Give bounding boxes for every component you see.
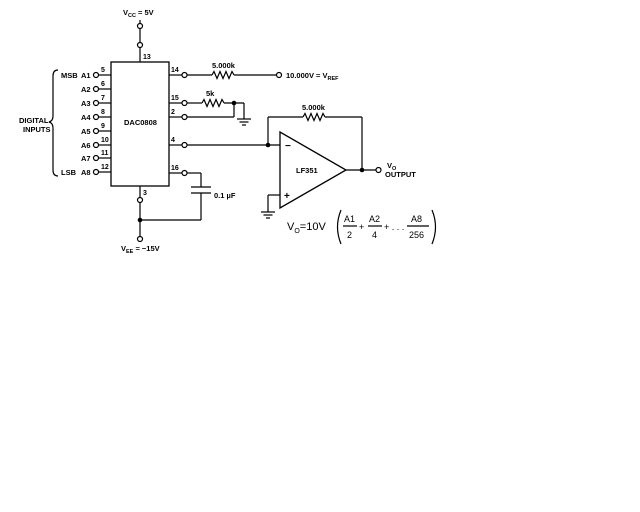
input-a8[interactable]: A8 12 bbox=[81, 164, 111, 177]
input-a7-label: A7 bbox=[81, 154, 91, 163]
input-a2[interactable]: A2 6 bbox=[81, 81, 111, 94]
dac-name: DAC0808 bbox=[124, 118, 157, 127]
ground-icon bbox=[237, 118, 251, 126]
eq-plus1: + bbox=[359, 222, 364, 232]
input-a1[interactable]: A1 5 bbox=[81, 67, 111, 80]
input-a3-label: A3 bbox=[81, 99, 91, 108]
opamp-noninverting-symbol: + bbox=[284, 191, 290, 202]
eq-t1-den: 2 bbox=[347, 230, 352, 240]
vref-terminal[interactable] bbox=[275, 71, 283, 79]
r-15-label: 5k bbox=[206, 89, 215, 98]
output-label: OUTPUT bbox=[385, 170, 416, 179]
output-junction bbox=[359, 167, 365, 173]
input-a4-label: A4 bbox=[81, 113, 91, 122]
pin-out: 4 bbox=[171, 137, 175, 144]
eq-lhs: VO=10V bbox=[287, 221, 326, 235]
pin-vee: 3 bbox=[143, 190, 147, 197]
output-terminal[interactable] bbox=[375, 166, 382, 174]
pin-vcc: 13 bbox=[143, 54, 151, 61]
input-a7-terminal[interactable] bbox=[92, 154, 100, 162]
vref-label: 10.000V = VREF bbox=[286, 71, 339, 82]
input-a3[interactable]: A3 7 bbox=[81, 95, 111, 108]
vee-junction bbox=[137, 217, 143, 223]
r-15-resistor bbox=[201, 97, 225, 109]
vcc-terminal bbox=[136, 41, 144, 49]
pin-vref-minus: 2 bbox=[171, 109, 175, 116]
input-a8-pin: 12 bbox=[101, 164, 109, 171]
input-a2-label: A2 bbox=[81, 85, 91, 94]
output-equation: VO=10V A1 2 + A2 4 + . . . A8 256 bbox=[287, 209, 437, 245]
opamp-inverting-symbol: − bbox=[285, 141, 291, 152]
input-a7-pin: 11 bbox=[101, 150, 109, 157]
pin2-terminal bbox=[181, 113, 188, 121]
opamp-ground-icon bbox=[261, 211, 275, 219]
pin4-terminal bbox=[181, 141, 188, 149]
pin-comp: 16 bbox=[171, 165, 179, 172]
r-feedback-label: 5.000k bbox=[302, 103, 326, 112]
msb-label: MSB bbox=[61, 71, 78, 80]
eq-t3-num: A8 bbox=[411, 214, 422, 224]
input-a4-terminal[interactable] bbox=[92, 113, 100, 121]
input-a3-pin: 7 bbox=[101, 95, 105, 102]
output-vo-label: VO bbox=[387, 161, 397, 172]
opamp-name: LF351 bbox=[296, 166, 318, 175]
input-a5-terminal[interactable] bbox=[92, 127, 100, 135]
eq-plus-dots: + . . . bbox=[384, 222, 404, 232]
input-a1-pin: 5 bbox=[101, 67, 105, 74]
vee-label: VEE = −15V bbox=[121, 244, 160, 255]
capacitor-label: 0.1 µF bbox=[214, 191, 236, 200]
vcc-label: VCC = 5V bbox=[123, 8, 154, 19]
input-a2-pin: 6 bbox=[101, 81, 105, 88]
r-ref-label: 5.000k bbox=[212, 61, 236, 70]
eq-t2-num: A2 bbox=[369, 214, 380, 224]
input-a5-label: A5 bbox=[81, 127, 91, 136]
pin14-terminal bbox=[181, 71, 188, 79]
vee-node bbox=[136, 235, 144, 243]
eq-t2-den: 4 bbox=[372, 230, 377, 240]
input-brace bbox=[48, 69, 59, 177]
capacitor-icon bbox=[191, 186, 211, 194]
pin16-terminal bbox=[181, 169, 188, 177]
input-a4[interactable]: A4 8 bbox=[81, 109, 111, 122]
lsb-label: LSB bbox=[61, 168, 77, 177]
r-feedback-resistor bbox=[302, 111, 326, 123]
eq-left-paren bbox=[336, 209, 342, 245]
input-a7[interactable]: A7 11 bbox=[81, 150, 111, 163]
input-a6-terminal[interactable] bbox=[92, 141, 100, 149]
input-a5[interactable]: A5 9 bbox=[81, 123, 111, 136]
input-a6-label: A6 bbox=[81, 141, 91, 150]
input-a1-label: A1 bbox=[81, 71, 91, 80]
input-a8-terminal[interactable] bbox=[92, 168, 100, 176]
input-a4-pin: 8 bbox=[101, 109, 105, 116]
dac-chip bbox=[110, 61, 170, 187]
vee-terminal bbox=[136, 196, 144, 204]
eq-right-paren bbox=[431, 209, 437, 245]
input-a3-terminal[interactable] bbox=[92, 99, 100, 107]
pin-vref-plus: 14 bbox=[171, 67, 179, 74]
input-a5-pin: 9 bbox=[101, 123, 105, 130]
eq-t3-den: 256 bbox=[409, 230, 424, 240]
input-a6-pin: 10 bbox=[101, 137, 109, 144]
r-ref-resistor bbox=[211, 69, 235, 81]
digital-label: DIGITAL bbox=[19, 116, 49, 125]
input-a8-label: A8 bbox=[81, 168, 91, 177]
vcc-node bbox=[136, 22, 144, 30]
input-a2-terminal[interactable] bbox=[92, 85, 100, 93]
input-a1-terminal[interactable] bbox=[92, 71, 100, 79]
pin-15: 15 bbox=[171, 95, 179, 102]
input-a6[interactable]: A6 10 bbox=[81, 137, 111, 150]
opamp-triangle bbox=[279, 130, 348, 210]
eq-t1-num: A1 bbox=[344, 214, 355, 224]
pin15-terminal bbox=[181, 99, 188, 107]
inputs-label: INPUTS bbox=[23, 125, 51, 134]
